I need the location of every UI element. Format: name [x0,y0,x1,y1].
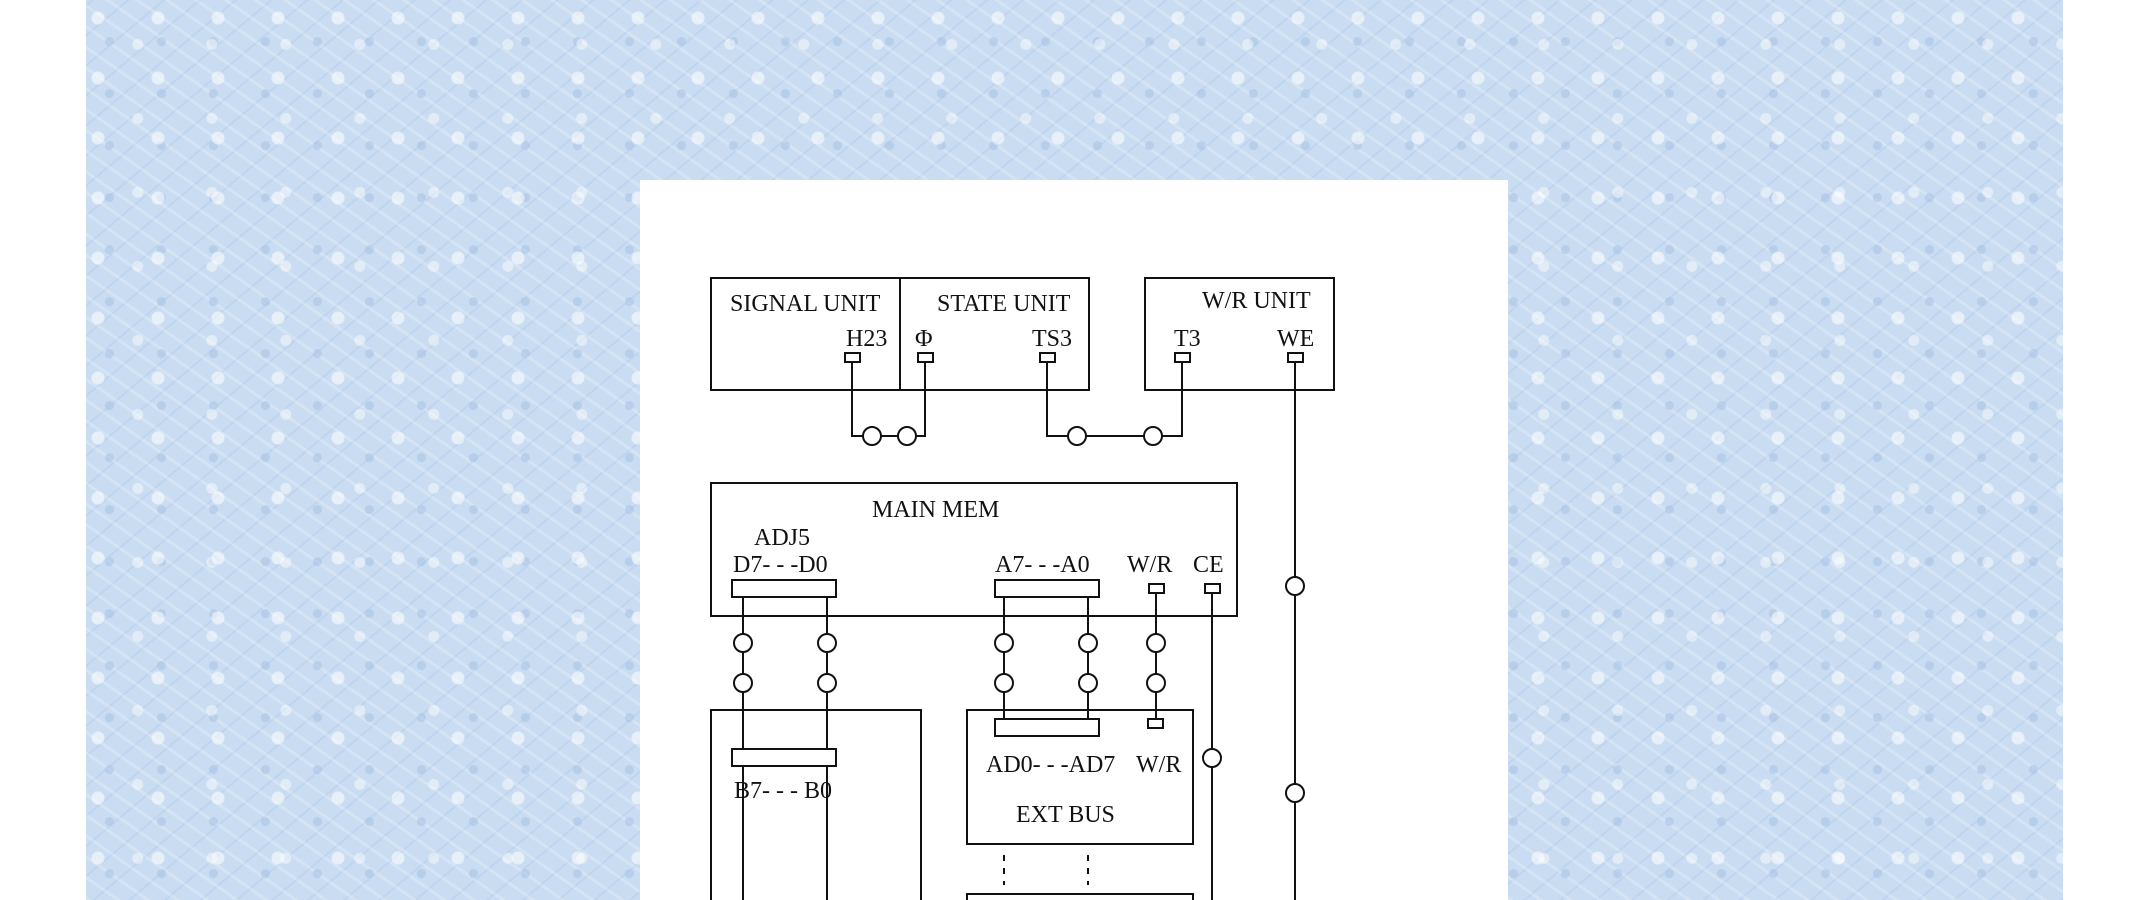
main-mem-title: MAIN MEM [872,497,999,523]
wr-unit: W/R UNIT T3 WE [1144,277,1335,391]
switch-bus-label: B7- - - B0 [734,778,832,804]
pin-h23 [844,352,861,363]
main-mem-data-bus-label: D7- - -D0 [733,552,828,578]
ext-bus-connector [994,718,1100,737]
state-unit-title: STATE UNIT [937,291,1071,317]
switch-bus-connector [731,748,837,767]
pin-main-mem-wr [1148,583,1165,594]
wire-wr [1146,593,1166,718]
wire-we [1285,362,1305,900]
wire-ts3-t3 [1046,362,1183,446]
ext-bus-wr-label: W/R [1136,752,1181,778]
wire-addr-bus [994,597,1098,718]
pin-ts3 [1039,352,1056,363]
data-bus-connector [731,579,837,598]
wire-ce [1202,593,1222,900]
addr-bus-connector [994,579,1100,598]
state-unit-box [899,277,1090,391]
pin-phi [917,352,934,363]
ext-bus-box [966,709,1194,845]
pin-ext-wr [1147,718,1164,729]
state-unit-pin-phi-label: Φ [915,326,933,352]
main-mem-adj-label: ADJ5 [754,525,810,551]
ext-bus-title: EXT BUS [1016,802,1115,828]
pin-ce [1204,583,1221,594]
switch-block: B7- - - B0 [710,709,922,900]
ext-bus-ad-label: AD0- - -AD7 [986,752,1115,778]
wr-unit-pin-t3-label: T3 [1174,326,1201,352]
main-mem-wr-label: W/R [1127,552,1172,578]
signal-unit-pin-h23-label: H23 [846,326,887,352]
main-mem: MAIN MEM ADJ5 D7- - -D0 A7- - -A0 W/R CE [710,482,1238,617]
state-unit: STATE UNIT Φ TS3 [899,277,1090,391]
pin-we [1287,352,1304,363]
main-mem-box [710,482,1238,617]
signal-unit-title: SIGNAL UNIT [730,291,881,317]
main-mem-addr-bus-label: A7- - -A0 [995,552,1090,578]
wire-h23-phi [851,362,926,446]
signal-unit: SIGNAL UNIT H23 [710,277,901,391]
diagram-canvas: SIGNAL UNIT H23 STATE UNIT Φ TS3 W/R UNI… [710,277,1335,900]
state-unit-pin-ts3-label: TS3 [1032,326,1072,352]
wr-unit-title: W/R UNIT [1202,288,1311,314]
ext-bus: AD0- - -AD7 W/R EXT BUS [966,709,1194,900]
wr-unit-box [1144,277,1335,391]
circuit-diagram: SIGNAL UNIT H23 STATE UNIT Φ TS3 W/R UNI… [640,180,1508,900]
main-mem-ce-label: CE [1193,552,1224,578]
wr-unit-pin-we-label: WE [1277,326,1314,352]
pin-t3 [1174,352,1191,363]
